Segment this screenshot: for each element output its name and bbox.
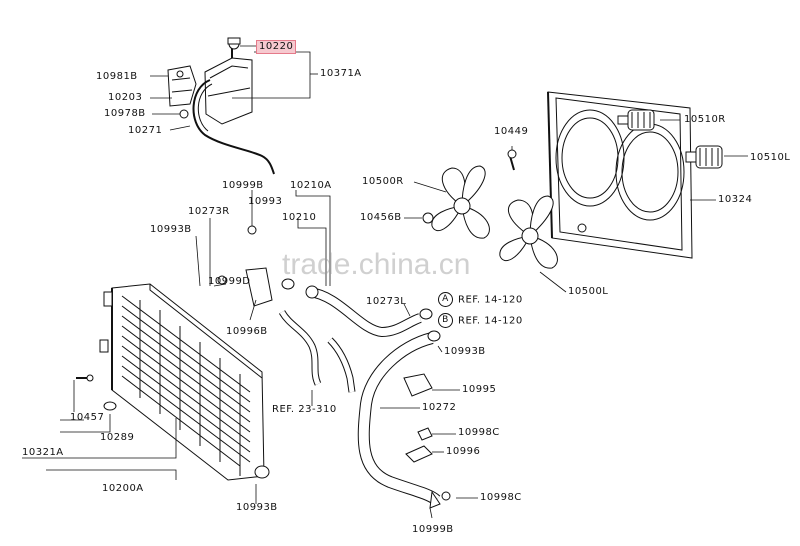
hose-bracket [403, 373, 451, 509]
part-label-10510r[interactable]: 10510R [684, 114, 726, 125]
part-label-10449[interactable]: 10449 [494, 126, 529, 137]
part-label-10289[interactable]: 10289 [100, 432, 135, 443]
part-label-10271[interactable]: 10271 [128, 125, 163, 136]
drain-plug [76, 374, 117, 411]
ref-b-text: REF. 14-120 [458, 315, 523, 327]
part-label-10220[interactable]: 10220 [256, 40, 297, 54]
part-label-10998c-1[interactable]: 10998C [458, 427, 500, 438]
part-label-10210a[interactable]: 10210A [290, 180, 332, 191]
circle-b-icon: B [438, 313, 453, 328]
fan-motor-r [617, 109, 655, 131]
leader-lines [22, 45, 748, 519]
fan-blade-l [499, 195, 558, 269]
part-label-10978b[interactable]: 10978B [104, 108, 146, 119]
part-label-10996b[interactable]: 10996B [226, 326, 268, 337]
part-label-10999b-bottom[interactable]: 10999B [412, 524, 454, 535]
part-label-10998c-2[interactable]: 10998C [480, 492, 522, 503]
fan-motor-l [685, 145, 723, 169]
circle-a-icon: A [438, 292, 453, 307]
part-label-10995[interactable]: 10995 [462, 384, 497, 395]
ref-a[interactable]: A REF. 14-120 [438, 292, 523, 307]
radiator [99, 283, 265, 481]
part-label-10272[interactable]: 10272 [422, 402, 457, 413]
part-label-10273r[interactable]: 10273R [188, 206, 230, 217]
fan-blade-r [431, 165, 490, 239]
lower-hose [357, 332, 441, 505]
part-label-10993b-left[interactable]: 10993B [150, 224, 192, 235]
upper-hose [308, 287, 422, 338]
fan-shroud [547, 91, 693, 259]
part-label-10203[interactable]: 10203 [108, 92, 143, 103]
part-label-10500r[interactable]: 10500R [362, 176, 404, 187]
part-label-10200a[interactable]: 10200A [102, 483, 144, 494]
part-label-10993b-bottom[interactable]: 10993B [236, 502, 278, 513]
part-label-10999d[interactable]: 10999D [208, 276, 251, 287]
part-label-10500l[interactable]: 10500L [568, 286, 609, 297]
reserve-tank [204, 37, 253, 125]
part-label-10321a[interactable]: 10321A [22, 447, 64, 458]
tank-bracket [167, 65, 197, 119]
ref-b[interactable]: B REF. 14-120 [438, 313, 523, 328]
ref-23-310[interactable]: REF. 23-310 [272, 404, 337, 415]
ref-a-text: REF. 14-120 [458, 294, 523, 306]
part-label-10993b-right[interactable]: 10993B [444, 346, 486, 357]
part-label-10273l[interactable]: 10273L [366, 296, 407, 307]
part-label-10371a[interactable]: 10371A [320, 68, 362, 79]
part-label-10324[interactable]: 10324 [718, 194, 753, 205]
part-label-10999b-top[interactable]: 10999B [222, 180, 264, 191]
hose-clamps [254, 278, 441, 479]
part-label-10210[interactable]: 10210 [282, 212, 317, 223]
part-label-10993-top[interactable]: 10993 [248, 196, 283, 207]
part-label-10981b[interactable]: 10981B [96, 71, 138, 82]
watermark: trade.china.cn [282, 248, 471, 281]
overflow-hose [192, 79, 275, 175]
part-label-10456b[interactable]: 10456B [360, 212, 402, 223]
oil-cooler-hose [278, 310, 356, 393]
part-label-10510l[interactable]: 10510L [750, 152, 791, 163]
part-label-10996[interactable]: 10996 [446, 446, 481, 457]
upper-bracket [217, 225, 273, 307]
part-label-10457[interactable]: 10457 [70, 412, 105, 423]
